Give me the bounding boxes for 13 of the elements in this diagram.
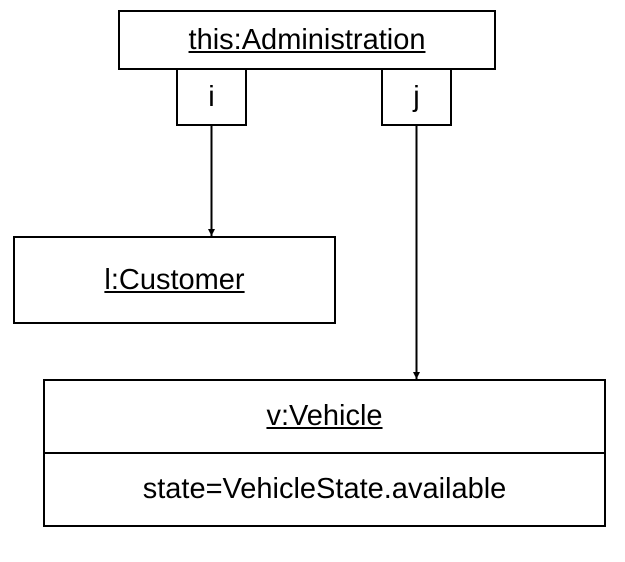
object-name: l:Customer bbox=[104, 264, 245, 296]
object-box bbox=[118, 10, 496, 70]
object-box bbox=[13, 236, 336, 324]
qualifier-box bbox=[381, 68, 452, 126]
object-name: v:Vehicle bbox=[266, 400, 383, 433]
attribute-text: state=VehicleState.available bbox=[142, 473, 506, 506]
arrow bbox=[413, 126, 420, 379]
qualifier-label: j bbox=[413, 80, 420, 114]
arrow bbox=[208, 126, 215, 236]
qualifier-label: i bbox=[208, 80, 215, 114]
object-box bbox=[43, 379, 606, 527]
qualifier-box bbox=[176, 68, 247, 126]
object-name: this:Administration bbox=[188, 24, 426, 56]
